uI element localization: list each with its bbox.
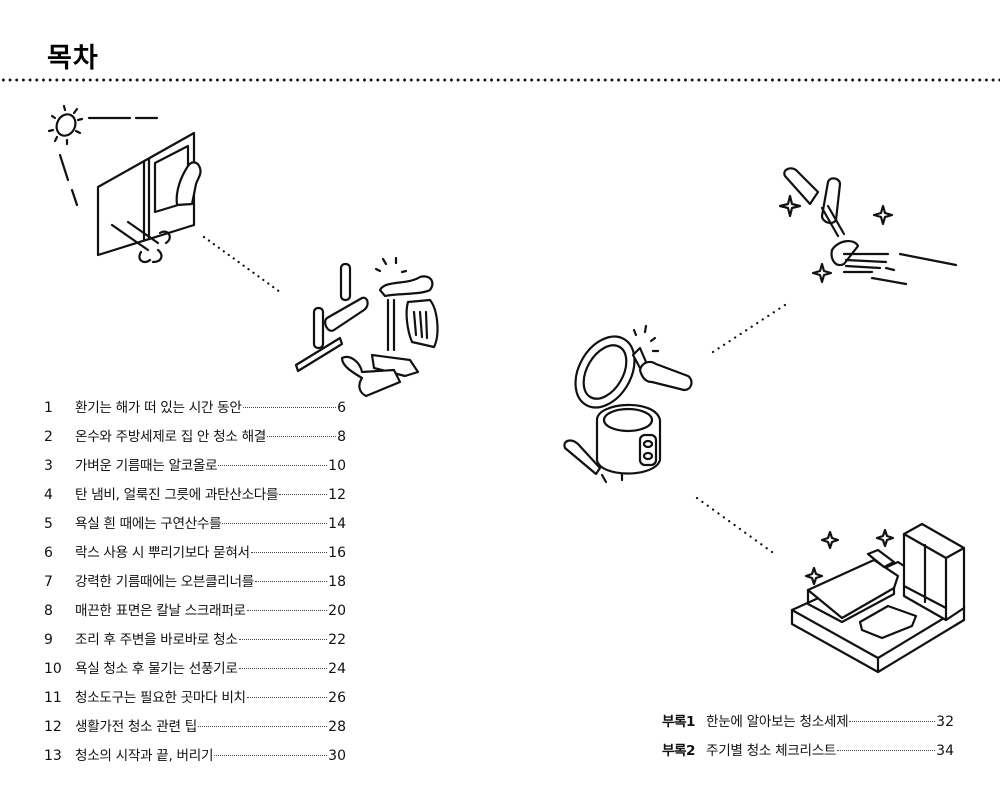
dot-leader: [218, 465, 328, 466]
dot-leader: [246, 697, 328, 698]
toc-item[interactable]: 9 조리 후 주변을 바로바로 청소 22: [44, 628, 346, 657]
cleaning-tools-icon: [294, 256, 439, 398]
toc-number: 8: [44, 603, 53, 619]
toc-item[interactable]: 10 욕실 청소 후 물기는 선풍기로 24: [44, 657, 346, 686]
dot-leader: [837, 750, 936, 751]
toc-page: 10: [328, 458, 346, 474]
appendix-title: 주기별 청소 체크리스트: [706, 743, 837, 759]
toc-number: 1: [44, 400, 53, 416]
toc-item[interactable]: 2 온수와 주방세제로 집 안 청소 해결 8: [44, 425, 346, 454]
toc-item[interactable]: 3 가벼운 기름때는 알코올로 10: [44, 454, 346, 483]
toc-title: 강력한 기름때에는 오븐클리너를: [75, 574, 254, 590]
toc-page: 8: [337, 429, 346, 445]
toc-page: 14: [328, 516, 346, 532]
dot-leader: [849, 721, 936, 722]
toc-title: 욕실 청소 후 물기는 선풍기로: [75, 661, 238, 677]
toc-page: 30: [328, 748, 346, 764]
toc-title: 매끈한 표면은 칼날 스크래퍼로: [75, 603, 246, 619]
toc-number: 13: [44, 748, 62, 764]
toc-page: 16: [328, 545, 346, 561]
dot-leader: [197, 726, 328, 727]
title-divider: [0, 78, 1000, 82]
toc-page: 22: [328, 632, 346, 648]
toc-page: 28: [328, 719, 346, 735]
toc-title: 온수와 주방세제로 집 안 청소 해결: [75, 429, 266, 445]
dot-leader: [254, 581, 328, 582]
toc-list: 1 환기는 해가 떠 있는 시간 동안 6 2 온수와 주방세제로 집 안 청소 해결…: [44, 396, 346, 773]
dot-leader: [238, 668, 328, 669]
toc-item[interactable]: 1 환기는 해가 떠 있는 시간 동안 6: [44, 396, 346, 425]
toc-number: 2: [44, 429, 53, 445]
toc-item[interactable]: 8 매끈한 표면은 칼날 스크래퍼로 20: [44, 599, 346, 628]
appendix-title: 한눈에 알아보는 청소세제: [706, 714, 849, 730]
toc-page: 24: [328, 661, 346, 677]
appendix-list: 부록1 한눈에 알아보는 청소세제 32 부록2 주기별 청소 체크리스트 34: [662, 710, 954, 768]
toc-title: 가벼운 기름때는 알코올로: [75, 458, 218, 474]
rice-cooker-cleaning-icon: [563, 324, 693, 484]
appendix-label: 부록1: [662, 714, 695, 730]
toc-title: 청소도구는 필요한 곳마다 비치: [75, 690, 246, 706]
toc-item[interactable]: 7 강력한 기름때에는 오븐클리너를 18: [44, 570, 346, 599]
toc-number: 9: [44, 632, 53, 648]
dot-leader: [222, 523, 328, 524]
appendix-item[interactable]: 부록1 한눈에 알아보는 청소세제 32: [662, 710, 954, 739]
toc-number: 12: [44, 719, 62, 735]
dot-leader: [214, 755, 328, 756]
toc-item[interactable]: 11 청소도구는 필요한 곳마다 비치 26: [44, 686, 346, 715]
dot-leader: [250, 552, 328, 553]
toc-number: 7: [44, 574, 53, 590]
toc-number: 6: [44, 545, 53, 561]
toc-title: 락스 사용 시 뿌리기보다 묻혀서: [75, 545, 250, 561]
toc-title: 조리 후 주변을 바로바로 청소: [75, 632, 238, 648]
window-ventilation-icon: [47, 104, 282, 294]
connector-dots: [202, 235, 282, 294]
toc-number: 11: [44, 690, 62, 706]
appendix-page: 34: [936, 743, 954, 759]
toc-item[interactable]: 6 락스 사용 시 뿌리기보다 묻혀서 16: [44, 541, 346, 570]
clean-bedroom-icon: [790, 522, 966, 674]
toc-title: 환기는 해가 떠 있는 시간 동안: [75, 400, 242, 416]
toc-page: 18: [328, 574, 346, 590]
toc-title: 탄 냄비, 얼룩진 그릇에 과탄산소다를: [75, 487, 279, 503]
toc-item[interactable]: 12 생활가전 청소 관련 팁 28: [44, 715, 346, 744]
toc-page: 6: [337, 400, 346, 416]
dot-leader: [246, 610, 328, 611]
toc-title: 욕실 흰 때에는 구연산수를: [75, 516, 222, 532]
toc-number: 3: [44, 458, 53, 474]
sun-icon: [47, 104, 84, 146]
toc-number: 4: [44, 487, 53, 503]
toc-page: 26: [328, 690, 346, 706]
appendix-item[interactable]: 부록2 주기별 청소 체크리스트 34: [662, 739, 954, 768]
appendix-page: 32: [936, 714, 954, 730]
toc-number: 10: [44, 661, 62, 677]
toc-title: 생활가전 청소 관련 팁: [75, 719, 197, 735]
page-title: 목차: [47, 43, 99, 74]
toc-item[interactable]: 4 탄 냄비, 얼룩진 그릇에 과탄산소다를 12: [44, 483, 346, 512]
scrub-brush-icon: [778, 167, 958, 286]
dot-leader: [279, 494, 328, 495]
dot-leader: [238, 639, 328, 640]
appendix-label: 부록2: [662, 743, 695, 759]
toc-page: 12: [328, 487, 346, 503]
toc-title: 청소의 시작과 끝, 버리기: [75, 748, 214, 764]
toc-item[interactable]: 5 욕실 흰 때에는 구연산수를 14: [44, 512, 346, 541]
dot-leader: [267, 436, 337, 437]
toc-number: 5: [44, 516, 53, 532]
dot-leader: [242, 407, 337, 408]
toc-page: 20: [328, 603, 346, 619]
toc-item[interactable]: 13 청소의 시작과 끝, 버리기 30: [44, 744, 346, 773]
connector-dots: [695, 301, 790, 554]
